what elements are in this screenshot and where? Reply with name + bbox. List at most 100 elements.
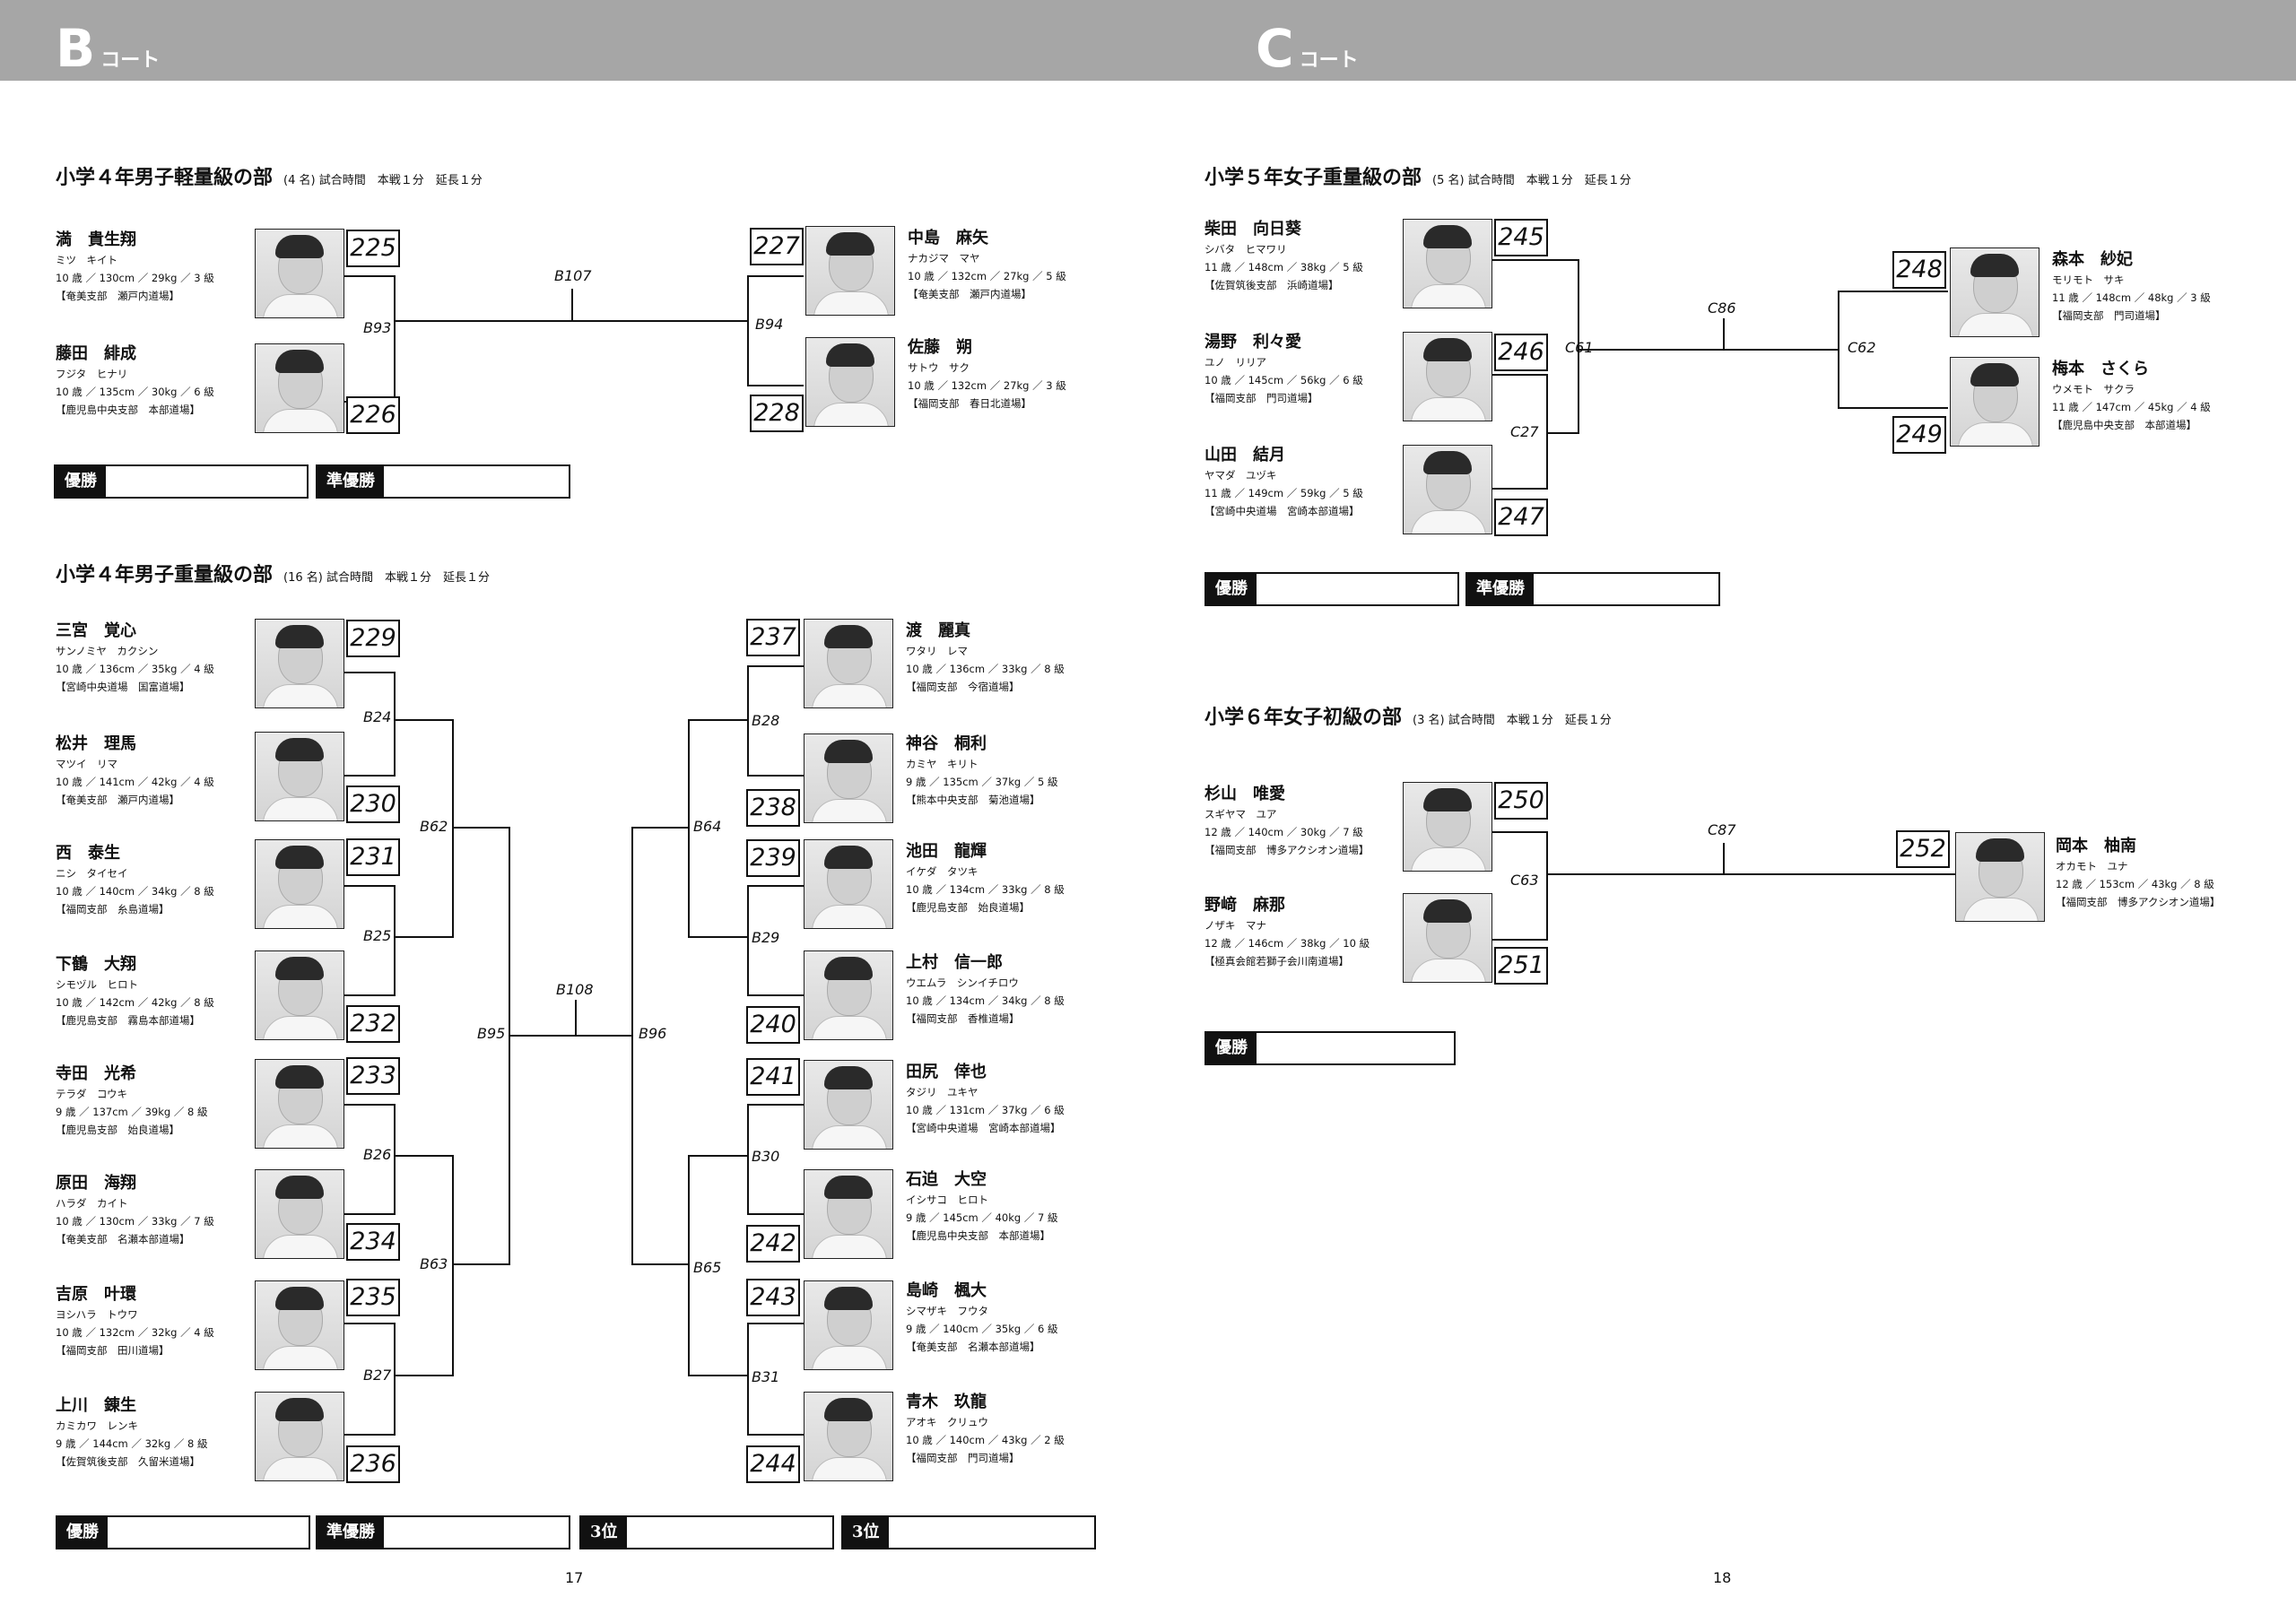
player-number: 230 bbox=[346, 785, 400, 823]
runner-up-box[interactable]: 準優勝 bbox=[316, 464, 570, 499]
player-number: 236 bbox=[346, 1445, 400, 1483]
player-name: 青木 玖龍 bbox=[906, 1393, 987, 1411]
player-photo bbox=[255, 619, 344, 708]
round-label: B24 bbox=[363, 708, 392, 725]
player-number: 237 bbox=[746, 619, 800, 656]
player-club: 【奄美支部 瀬戸内道場】 bbox=[56, 290, 179, 302]
player-stats: 9 歳 ／ 140cm ／ 35kg ／ 6 級 bbox=[906, 1323, 1058, 1335]
round-label: B25 bbox=[363, 927, 392, 944]
player-name: 石迫 大空 bbox=[906, 1170, 987, 1189]
player-club: 【福岡支部 博多アクシオン道場】 bbox=[1205, 844, 1370, 856]
player-number: 244 bbox=[746, 1445, 800, 1483]
player-club: 【福岡支部 門司道場】 bbox=[2052, 309, 2166, 322]
player-club: 【福岡支部 田川道場】 bbox=[56, 1344, 170, 1357]
player-kana: ウメモト サクラ bbox=[2052, 383, 2135, 395]
winner-label: 優勝 bbox=[57, 1517, 108, 1548]
section-note: (4 名) 試合時間 本戦１分 延長１分 bbox=[283, 174, 483, 187]
third-place-label: 3位 bbox=[843, 1517, 889, 1548]
player-name: 梅本 さくら bbox=[2052, 360, 2149, 378]
player-stats: 10 歳 ／ 132cm ／ 27kg ／ 5 級 bbox=[908, 270, 1066, 282]
player-stats: 9 歳 ／ 137cm ／ 39kg ／ 8 級 bbox=[56, 1106, 208, 1118]
player-stats: 11 歳 ／ 148cm ／ 38kg ／ 5 級 bbox=[1205, 261, 1363, 273]
player-stats: 10 歳 ／ 134cm ／ 33kg ／ 8 級 bbox=[906, 883, 1065, 896]
player-number: 252 bbox=[1896, 830, 1950, 868]
player-name: 柴田 向日葵 bbox=[1205, 220, 1301, 239]
player-photo bbox=[255, 1059, 344, 1149]
player-stats: 11 歳 ／ 149cm ／ 59kg ／ 5 級 bbox=[1205, 487, 1363, 499]
player-name: 森本 紗妃 bbox=[2052, 250, 2133, 269]
player-club: 【奄美支部 瀬戸内道場】 bbox=[56, 794, 179, 806]
player-number: 232 bbox=[346, 1005, 400, 1043]
player-stats: 9 歳 ／ 135cm ／ 37kg ／ 5 級 bbox=[906, 776, 1058, 788]
runner-up-box[interactable]: 準優勝 bbox=[1465, 572, 1720, 606]
player-club: 【福岡支部 博多アクシオン道場】 bbox=[2056, 896, 2221, 908]
court-c-letter: C bbox=[1256, 18, 1294, 79]
player-number: 240 bbox=[746, 1006, 800, 1044]
player-number: 229 bbox=[346, 620, 400, 657]
winner-box[interactable]: 優勝 bbox=[56, 1515, 310, 1549]
section-title: 小学４年男子軽量級の部(4 名) 試合時間 本戦１分 延長１分 bbox=[56, 161, 483, 190]
player-photo bbox=[1403, 332, 1492, 421]
player-club: 【福岡支部 香椎道場】 bbox=[906, 1012, 1020, 1025]
player-photo bbox=[804, 1280, 893, 1370]
round-label: B30 bbox=[752, 1148, 780, 1165]
player-club: 【福岡支部 春日北道場】 bbox=[908, 397, 1031, 410]
winner-box[interactable]: 優勝 bbox=[1205, 572, 1459, 606]
player-number: 233 bbox=[346, 1057, 400, 1095]
player-name: 三宮 覚心 bbox=[56, 621, 136, 640]
round-label: B27 bbox=[363, 1367, 392, 1384]
player-name: 渡 麗真 bbox=[906, 621, 970, 640]
player-photo bbox=[804, 950, 893, 1040]
player-photo bbox=[804, 839, 893, 929]
third-place-box[interactable]: 3位 bbox=[579, 1515, 834, 1549]
player-number: 234 bbox=[346, 1223, 400, 1261]
player-stats: 10 歳 ／ 130cm ／ 29kg ／ 3 級 bbox=[56, 272, 214, 284]
player-name: 岡本 柚南 bbox=[2056, 837, 2136, 855]
round-label: C86 bbox=[1708, 299, 1736, 317]
player-name: 島崎 楓大 bbox=[906, 1281, 987, 1300]
player-name: 藤田 緋成 bbox=[56, 344, 136, 363]
player-stats: 10 歳 ／ 134cm ／ 34kg ／ 8 級 bbox=[906, 994, 1065, 1007]
player-club: 【宮崎中央道場 国富道場】 bbox=[56, 681, 190, 693]
winner-box[interactable]: 優勝 bbox=[1205, 1031, 1456, 1065]
round-label: B26 bbox=[363, 1146, 392, 1163]
player-club: 【佐賀筑後支部 久留米道場】 bbox=[56, 1455, 200, 1468]
player-name: 佐藤 朔 bbox=[908, 338, 972, 357]
page-number-right: 18 bbox=[1713, 1569, 1732, 1586]
player-photo bbox=[1950, 357, 2039, 447]
player-number: 251 bbox=[1494, 947, 1548, 985]
third-place-box[interactable]: 3位 bbox=[841, 1515, 1096, 1549]
player-club: 【奄美支部 名瀬本部道場】 bbox=[906, 1341, 1040, 1353]
runner-up-box[interactable]: 準優勝 bbox=[316, 1515, 570, 1549]
winner-label: 優勝 bbox=[56, 466, 106, 497]
winner-box[interactable]: 優勝 bbox=[54, 464, 309, 499]
player-photo bbox=[255, 343, 344, 433]
player-kana: オカモト ユナ bbox=[2056, 860, 2128, 872]
player-number: 238 bbox=[746, 789, 800, 827]
player-number: 241 bbox=[746, 1058, 800, 1096]
player-club: 【鹿児島支部 始良道場】 bbox=[56, 1124, 179, 1136]
player-photo bbox=[805, 226, 895, 316]
player-club: 【鹿児島支部 霧島本部道場】 bbox=[56, 1014, 200, 1027]
player-name: 野﨑 麻那 bbox=[1205, 896, 1285, 915]
player-photo bbox=[1950, 247, 2039, 337]
player-kana: フジタ ヒナリ bbox=[56, 368, 128, 380]
player-photo bbox=[1955, 832, 2045, 922]
player-stats: 10 歳 ／ 136cm ／ 35kg ／ 4 級 bbox=[56, 663, 214, 675]
court-c-suffix: コート bbox=[1299, 49, 1359, 72]
player-number: 246 bbox=[1494, 334, 1548, 371]
winner-label: 優勝 bbox=[1206, 574, 1257, 604]
player-photo bbox=[255, 732, 344, 821]
